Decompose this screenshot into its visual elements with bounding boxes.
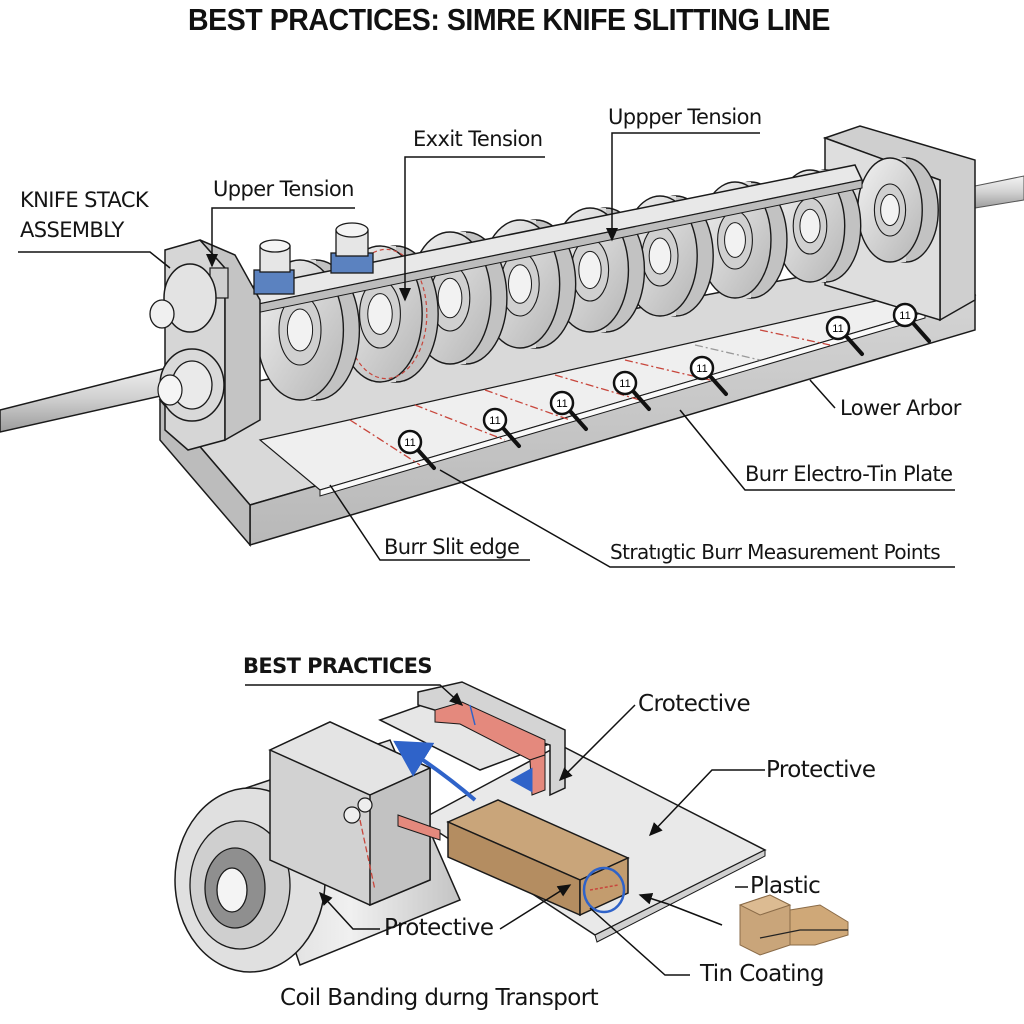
leader-protective-right: [648, 769, 765, 837]
label-knife-stack-line2: ASSEMBLY: [20, 218, 124, 242]
marker-label: 11: [696, 363, 707, 375]
marker-label: 11: [899, 310, 910, 322]
magnifier-icon: 11: [397, 429, 436, 470]
marker-label: 11: [832, 323, 843, 335]
label-measurement-points: Stratıgtic Burr Measurement Points: [610, 540, 941, 564]
leader-protective-bottom-left: [318, 891, 380, 930]
slit-lines: [349, 329, 831, 466]
label-plastic: Plastic: [750, 873, 821, 899]
magnifier-icon: 11: [892, 302, 931, 343]
label-upper-tension-right: Uppper Tension: [608, 105, 762, 129]
label-knife-stack-line1: KNIFE STACK: [20, 188, 149, 212]
magnifier-icon: 11: [549, 390, 588, 431]
slitting-line-machine: 11 11 11 11 11 11 11: [0, 125, 1024, 548]
knife-disc: [857, 157, 939, 263]
leader-tin-coating: [589, 907, 690, 976]
leader-upper-tension-right: [606, 132, 760, 242]
magnifier-icon: 11: [612, 370, 651, 411]
label-best-practices: BEST PRACTICES: [243, 654, 433, 678]
label-burr-electro-tin-plate: Burr Electro-Tin Plate: [745, 462, 953, 486]
marker-label: 11: [489, 415, 500, 427]
label-protective-right: Protective: [766, 757, 876, 783]
magnifier-icon: 11: [689, 355, 728, 396]
leader-knife-stack: [18, 251, 171, 269]
diagram-caption: Coil Banding durng Transport: [280, 985, 599, 1011]
label-tin-coating: Tin Coating: [700, 961, 824, 987]
plastic-package-icon: [738, 894, 849, 956]
label-lower-arbor: Lower Arbor: [840, 396, 961, 420]
shaft-right-stub: [974, 175, 1024, 209]
marker-label: 11: [404, 437, 415, 449]
leader-crotective: [558, 704, 636, 782]
leader-upper-tension-left: [206, 207, 355, 268]
magnifier-icon: 11: [482, 407, 521, 448]
leader-protective-bottom-right: [499, 884, 572, 930]
leader-burr-slit-edge: [329, 484, 530, 561]
bottom-leader-lines: [245, 684, 765, 976]
label-exit-tension: Exxit Tension: [413, 127, 543, 151]
tin-plate-edge: [319, 311, 926, 497]
rotation-arrow: [393, 740, 477, 802]
magnifier-icon: 11: [825, 315, 864, 356]
leader-plastic-box-2: [667, 903, 723, 926]
leader-burr-electro-tin: [679, 409, 955, 491]
coil-packaging-illustration: [174, 681, 849, 973]
page-title: BEST PRACTICES: SIMRE KNIFE SLITTING LIN…: [188, 2, 830, 37]
tension-sensor-left: [253, 239, 295, 295]
leader-plastic-box: [638, 892, 669, 905]
leader-exit-tension: [399, 156, 545, 302]
label-protective-bottom: Protective: [384, 915, 494, 941]
top-leader-lines: [18, 132, 955, 568]
marker-label: 11: [556, 398, 567, 410]
tension-sensor-right: [330, 222, 374, 274]
knife-stack-housing: [149, 239, 261, 451]
marker-label: 11: [619, 378, 630, 390]
label-upper-tension-left: Upper Tension: [213, 177, 354, 201]
label-crotective: Crotective: [638, 691, 751, 717]
measurement-markers: 11 11 11 11 11 11 11: [397, 302, 931, 470]
leader-best-practices: [245, 684, 464, 707]
label-burr-slit-edge: Burr Slit edge: [384, 535, 520, 559]
leader-lower-arbor: [809, 379, 836, 409]
leader-measurement-points: [439, 469, 955, 568]
